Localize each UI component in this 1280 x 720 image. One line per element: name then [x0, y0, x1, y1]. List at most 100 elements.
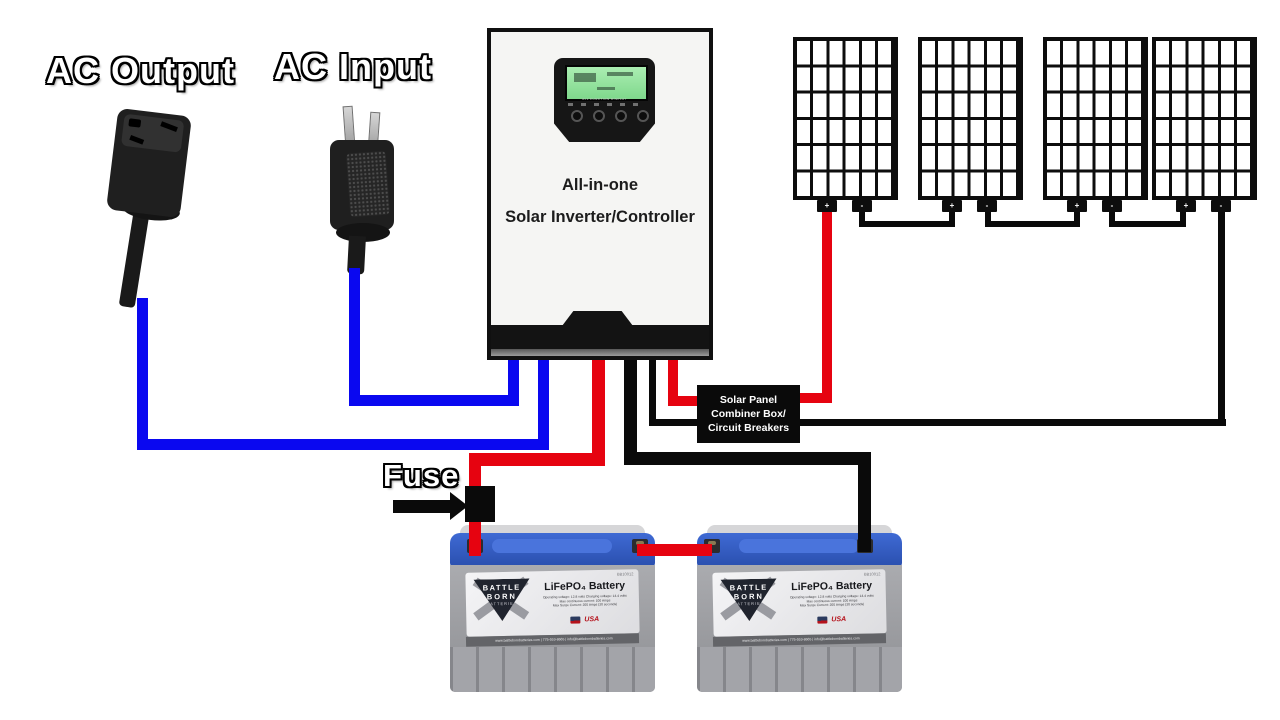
wire-series-link2-a	[985, 210, 991, 227]
spec-line3: Max Surge Current: 200 Amps (30 seconds)	[552, 602, 618, 608]
panel4-positive-terminal: +	[1176, 200, 1196, 212]
lcd-graphics	[607, 72, 633, 76]
usa-text: USA	[831, 616, 847, 624]
battery-model: BB10012	[616, 571, 634, 577]
wire-battery-negative-drop	[624, 357, 637, 465]
combiner-line2: Combiner Box/	[711, 408, 786, 420]
inverter-bottom-band	[491, 325, 709, 349]
ac-input-plug	[320, 95, 430, 280]
panel2-positive-terminal: +	[942, 200, 962, 212]
battery-1: BATTLE BORN BATTERIES LiFePO₄ Battery Op…	[450, 525, 655, 692]
solar-panel-1	[793, 37, 898, 200]
panel1-positive-terminal: +	[817, 200, 837, 212]
panel2-negative-terminal: -	[977, 200, 997, 212]
fuse-label: Fuse	[383, 458, 460, 493]
wire-battery-positive-run	[469, 453, 605, 466]
ac-output-head	[106, 107, 192, 219]
combiner-line3: Circuit Breakers	[707, 422, 790, 434]
panel1-negative-terminal: -	[852, 200, 872, 212]
panel-button-3	[615, 110, 627, 122]
wire-battery-positive-drop	[592, 357, 605, 466]
wire-series-link3-b	[1180, 210, 1186, 227]
battery-specs: Operating voltage: 12.8 volts Charging v…	[530, 594, 640, 609]
wire-series-link2-b	[1074, 210, 1080, 227]
usa-row: USA	[570, 616, 599, 624]
battery-specs: Operating voltage: 12.8 volts Charging v…	[777, 594, 887, 609]
fuse-arrow	[393, 500, 451, 513]
indicator-row	[568, 103, 641, 106]
battery-product-name: LiFePO₄ Battery	[544, 579, 626, 594]
battery-contact-text: www.battlebornbatteries.com | 775-553-86…	[495, 636, 613, 643]
hot-slot	[160, 121, 178, 133]
lcd-graphics	[597, 87, 615, 90]
wire-series-link3-a	[1109, 210, 1115, 227]
lcd-graphics	[574, 73, 596, 82]
wire-pv-positive-panel-stub	[800, 393, 832, 403]
spec-line3: Max Surge Current: 200 Amps (30 seconds)	[799, 602, 865, 608]
inverter-name-line1: All-in-one	[561, 176, 639, 194]
wire-series-link3-run	[1109, 221, 1186, 227]
battery-cap-hump	[739, 539, 859, 553]
panel3-positive-terminal: +	[1067, 200, 1087, 212]
wire-series-link1-run	[859, 221, 955, 227]
battery-2: BATTLE BORN BATTERIES LiFePO₄ Battery Op…	[697, 525, 902, 692]
lcd-screen	[565, 65, 648, 101]
battery-body: BATTLE BORN BATTERIES LiFePO₄ Battery Op…	[697, 565, 902, 692]
inverter-control-panel: ALL FUNCTION DISPLAY	[554, 58, 655, 142]
wire-pv-negative-drop	[649, 357, 656, 426]
wire-series-link1-b	[949, 210, 955, 227]
usa-row: USA	[817, 616, 846, 624]
battery-product-name: LiFePO₄ Battery	[791, 579, 873, 594]
plug-face	[345, 150, 391, 218]
ac-output-face	[120, 113, 185, 153]
wire-pv-negative-run	[649, 419, 1226, 426]
wire-battery-negative-drop2	[858, 452, 871, 552]
wire-pv-negative-panel-riser	[1218, 207, 1225, 426]
wire-battery-jumper	[637, 544, 712, 556]
panel4-negative-terminal: -	[1211, 200, 1231, 212]
inverter-box: ALL FUNCTION DISPLAY All-in-one Solar In…	[487, 28, 713, 360]
panel-button-4	[637, 110, 649, 122]
wire-series-link1-a	[859, 210, 865, 227]
battery-cap	[450, 533, 655, 567]
wire-battery-negative-run	[624, 452, 871, 465]
battery-label: BATTLE BORN BATTERIES LiFePO₄ Battery Op…	[712, 569, 887, 637]
ground-slot	[128, 118, 142, 128]
panel-button-1	[571, 110, 583, 122]
panel-button-2	[593, 110, 605, 122]
battery-ribs	[697, 647, 902, 692]
wire-ac-input-riser	[508, 357, 519, 406]
solar-panel-2	[918, 37, 1023, 200]
fuse-block	[465, 486, 495, 522]
solar-panel-3	[1043, 37, 1148, 200]
battery-ribs	[450, 647, 655, 692]
solar-panel-4	[1152, 37, 1257, 200]
inverter-vent-trapezoid	[562, 311, 633, 326]
ac-input-label: AC Input	[274, 46, 432, 87]
inverter-name-line2: Solar Inverter/Controller	[505, 208, 695, 226]
wire-pv-positive-inverter-stub	[668, 396, 697, 406]
flag-icon	[817, 616, 828, 624]
wire-ac-output-drop	[137, 298, 148, 450]
wire-ac-input-drop	[349, 268, 360, 406]
flag-icon	[570, 616, 581, 624]
combiner-box: Solar Panel Combiner Box/ Circuit Breake…	[697, 385, 800, 443]
battery-body: BATTLE BORN BATTERIES LiFePO₄ Battery Op…	[450, 565, 655, 692]
combiner-line1: Solar Panel	[719, 394, 778, 406]
ac-output-cable	[118, 214, 149, 309]
wire-pv-positive-inverter-drop	[668, 357, 678, 406]
usa-text: USA	[584, 616, 600, 624]
battery-model: BB10012	[863, 571, 881, 577]
battery-label: BATTLE BORN BATTERIES LiFePO₄ Battery Op…	[465, 569, 640, 637]
wire-pv-positive-panel-drop	[822, 207, 832, 403]
wire-series-link2-run	[985, 221, 1080, 227]
wire-ac-output-run	[137, 439, 549, 450]
inverter-terminal-strip	[491, 349, 709, 356]
wire-ac-input-run	[349, 395, 519, 406]
plug-head	[330, 140, 394, 230]
wire-ac-output-riser	[538, 357, 549, 450]
ac-output-label: AC Output	[46, 50, 235, 91]
neutral-slot	[129, 134, 145, 145]
ac-output-connector	[100, 100, 220, 320]
